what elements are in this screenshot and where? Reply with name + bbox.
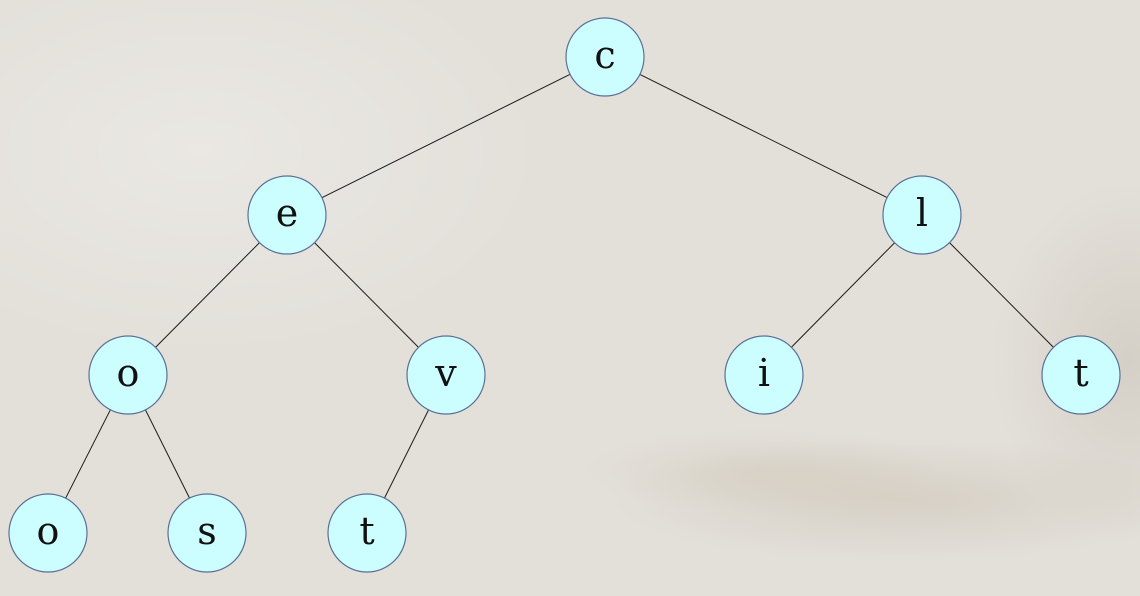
- tree-edge-n4-n9: [144, 409, 191, 499]
- tree-node-label: s: [197, 509, 217, 553]
- tree-node-circle: [8, 493, 88, 573]
- tree-edge-n3-n7: [949, 242, 1054, 348]
- tree-edges: [65, 73, 1054, 499]
- tree-node-label: c: [594, 33, 615, 77]
- tree-node-circle: [724, 335, 804, 415]
- tree-node-n4: o: [88, 335, 168, 415]
- tree-node-n6: i: [724, 335, 804, 415]
- tree-edge-n2-n5: [314, 242, 419, 348]
- tree-node-circle: [1041, 335, 1121, 415]
- tree-node-n5: v: [406, 335, 486, 415]
- tree-nodes: c e l o v i t o s t: [8, 17, 1121, 573]
- tree-node-label: l: [916, 191, 928, 235]
- tree-node-label: t: [359, 509, 374, 553]
- tree-edge-n1-n3: [639, 73, 888, 199]
- tree-node-n7: t: [1041, 335, 1121, 415]
- tree-node-label: t: [1073, 351, 1088, 395]
- tree-node-n9: s: [167, 493, 247, 573]
- tree-node-label: v: [434, 351, 457, 395]
- tree-node-circle: [88, 335, 168, 415]
- tree-node-label: e: [276, 191, 299, 235]
- tree-edge-n2-n4: [155, 242, 260, 348]
- tree-node-circle: [327, 493, 407, 573]
- tree-node-circle: [406, 335, 486, 415]
- tree-edge-n1-n2: [321, 73, 571, 199]
- tree-edge-n5-n10: [383, 409, 430, 499]
- tree-node-n3: l: [882, 175, 962, 255]
- tree-node-label: o: [37, 509, 60, 553]
- tree-node-circle: [882, 175, 962, 255]
- tree-node-n1: c: [565, 17, 645, 97]
- tree-node-circle: [565, 17, 645, 97]
- tree-node-circle: [247, 175, 327, 255]
- tree-edge-n4-n8: [65, 409, 111, 499]
- tree-node-label: o: [117, 351, 140, 395]
- tree-node-label: i: [758, 351, 770, 395]
- tree-node-n10: t: [327, 493, 407, 573]
- tree-node-circle: [167, 493, 247, 573]
- tree-edge-n3-n6: [791, 242, 895, 348]
- tree-node-n8: o: [8, 493, 88, 573]
- tree-node-n2: e: [247, 175, 327, 255]
